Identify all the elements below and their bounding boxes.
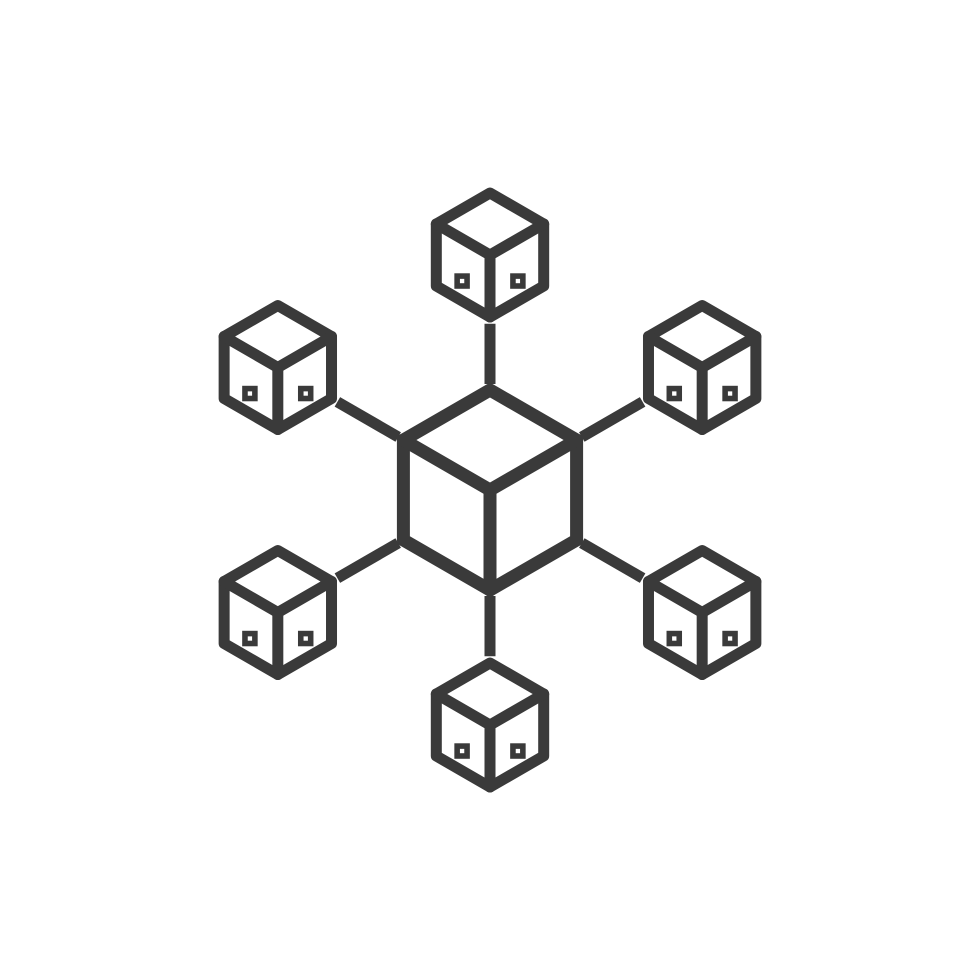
face-marker xyxy=(242,385,258,402)
node-block-bottom-right-icon xyxy=(642,545,762,680)
face-marker xyxy=(666,630,683,647)
connector-line xyxy=(579,538,646,583)
connector-line xyxy=(334,538,401,583)
face-marker xyxy=(297,630,314,647)
face-marker xyxy=(510,743,526,759)
node-block-top-icon xyxy=(430,187,550,323)
cube-top-edge xyxy=(396,433,584,497)
face-marker xyxy=(242,630,258,647)
central-block-icon xyxy=(396,383,584,597)
connector-line xyxy=(334,397,401,442)
node-block-bottom-icon xyxy=(430,657,550,793)
face-marker xyxy=(454,273,470,289)
node-block-bottom-left-icon xyxy=(218,545,338,680)
face-marker xyxy=(722,630,738,647)
face-marker xyxy=(454,743,470,759)
face-marker xyxy=(666,385,683,402)
node-block-top-left-icon xyxy=(218,300,338,435)
face-marker xyxy=(297,385,314,402)
connector-line xyxy=(579,397,646,442)
face-marker xyxy=(510,273,526,289)
node-block-top-right-icon xyxy=(642,300,762,435)
face-marker xyxy=(722,385,738,402)
